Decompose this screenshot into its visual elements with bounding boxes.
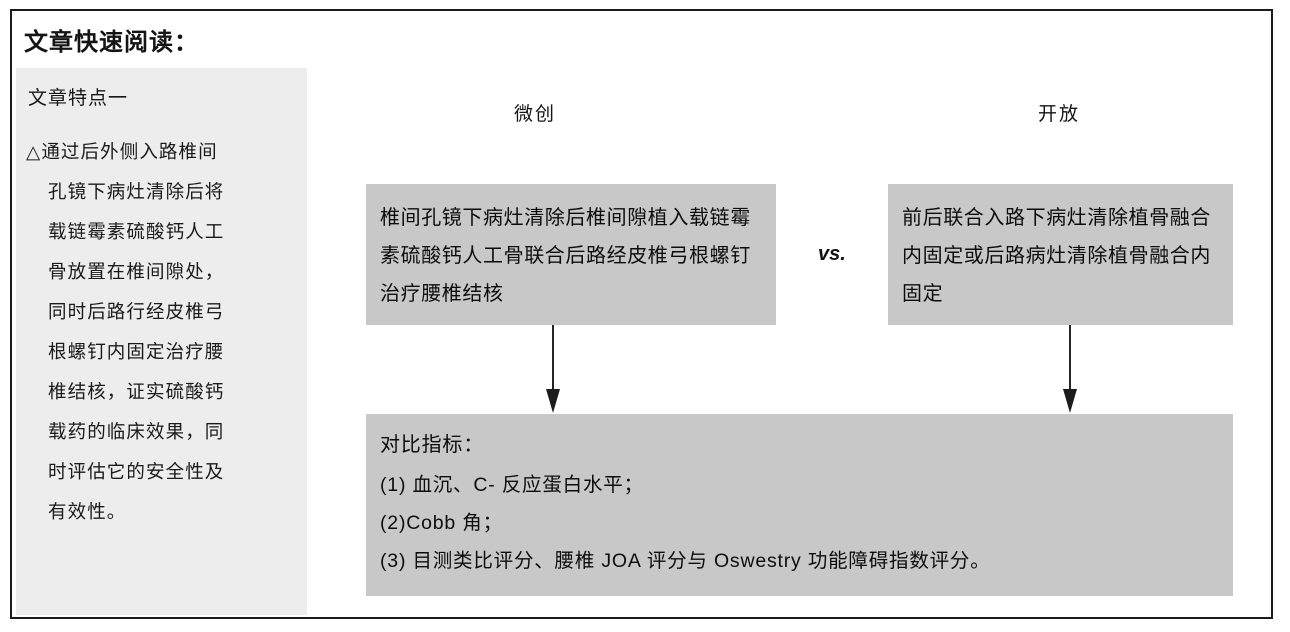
sidebar-line: 同时后路行经皮椎弓	[48, 301, 225, 322]
sidebar-body: △通过后外侧入路椎间 孔镜下病灶清除后将 载链霉素硫酸钙人工 骨放置在椎间隙处，…	[26, 132, 298, 532]
down-arrow-icon	[1063, 325, 1077, 413]
metrics-item: (3) 目测类比评分、腰椎 JOA 评分与 Oswestry 功能障碍指数评分。	[380, 550, 991, 572]
arrow-head	[546, 389, 560, 413]
open-surgery-box-text: 前后联合入路下病灶清除植骨融合内固定或后路病灶清除植骨融合内固定	[902, 207, 1211, 305]
arrow-shaft	[1069, 325, 1071, 393]
sidebar-line: 椎结核，证实硫酸钙	[48, 381, 225, 402]
comparison-metrics-box: 对比指标： (1) 血沉、C- 反应蛋白水平； (2)Cobb 角； (3) 目…	[366, 414, 1233, 596]
down-arrow-icon	[546, 325, 560, 413]
metrics-item: (1) 血沉、C- 反应蛋白水平；	[380, 474, 644, 496]
sidebar-line: 载链霉素硫酸钙人工	[48, 221, 225, 242]
minimally-invasive-box: 椎间孔镜下病灶清除后椎间隙植入载链霉素硫酸钙人工骨联合后路经皮椎弓根螺钉治疗腰椎…	[366, 184, 776, 325]
arrow-shaft	[552, 325, 554, 393]
sidebar-line: 载药的临床效果，同	[48, 421, 225, 442]
arrow-head	[1063, 389, 1077, 413]
open-surgery-box: 前后联合入路下病灶清除植骨融合内固定或后路病灶清除植骨融合内固定	[888, 184, 1233, 325]
metrics-list: (1) 血沉、C- 反应蛋白水平； (2)Cobb 角； (3) 目测类比评分、…	[380, 466, 991, 580]
sidebar-line: △通过后外侧入路椎间	[26, 141, 218, 162]
metrics-item: (2)Cobb 角；	[380, 512, 503, 534]
vs-label: vs.	[818, 243, 846, 265]
sidebar-line: 孔镜下病灶清除后将	[48, 181, 225, 202]
sidebar-line: 有效性。	[48, 501, 127, 522]
sidebar-line: 根螺钉内固定治疗腰	[48, 341, 225, 362]
sidebar-panel: 文章特点一 △通过后外侧入路椎间 孔镜下病灶清除后将 载链霉素硫酸钙人工 骨放置…	[16, 68, 307, 615]
sidebar-heading: 文章特点一	[28, 88, 129, 109]
sidebar-line: 骨放置在椎间隙处，	[48, 261, 225, 282]
metrics-title: 对比指标：	[380, 434, 484, 456]
column-caption-minimally-invasive: 微创	[514, 104, 557, 125]
minimally-invasive-box-text: 椎间孔镜下病灶清除后椎间隙植入载链霉素硫酸钙人工骨联合后路经皮椎弓根螺钉治疗腰椎…	[380, 207, 751, 305]
sidebar-line: 时评估它的安全性及	[48, 461, 225, 482]
column-caption-open: 开放	[1038, 104, 1081, 125]
page-title: 文章快速阅读：	[24, 29, 199, 56]
diagram-frame: 文章快速阅读： 文章特点一 △通过后外侧入路椎间 孔镜下病灶清除后将 载链霉素硫…	[10, 9, 1273, 619]
